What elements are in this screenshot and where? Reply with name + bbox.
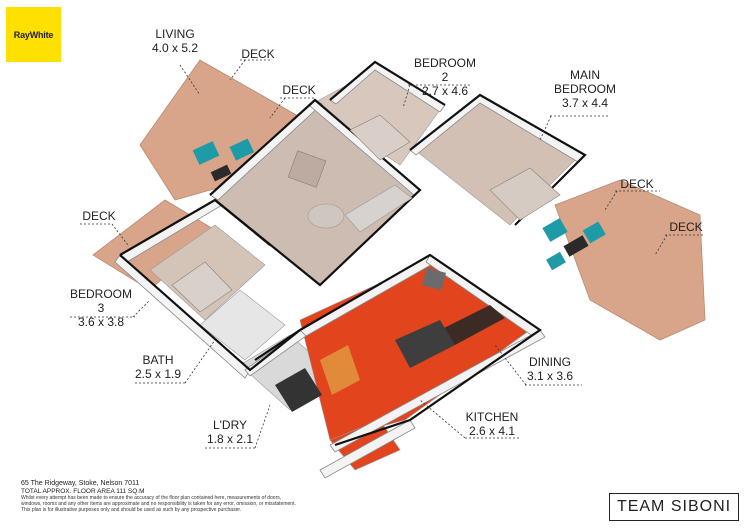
- disclaimer-line-3: This plan is for illustrative purposes o…: [21, 507, 242, 513]
- disclaimer-line-2: windows, rooms and any other items are a…: [21, 501, 296, 507]
- footer-info: 65 The Ridgeway, Stoke, Nelson 7011 TOTA…: [21, 480, 361, 513]
- living-furniture: [192, 138, 413, 233]
- property-address: 65 The Ridgeway, Stoke, Nelson 7011: [21, 480, 140, 487]
- floor-area: TOTAL APPROX. FLOOR AREA 111 SQ.M: [21, 488, 145, 495]
- room-label-deck-3: DECK: [620, 177, 654, 191]
- room-label-deck-5: DECK: [82, 209, 116, 223]
- walls: [114, 61, 586, 479]
- room-label-deck-1: DECK: [241, 47, 275, 61]
- room-label-deck-2: DECK: [282, 83, 316, 97]
- leader-lines: [70, 59, 705, 449]
- raywhite-logo: RayWhite: [6, 7, 61, 62]
- kitchen-furniture: [275, 267, 505, 412]
- team-siboni-logo: TEAM SIBONI: [609, 493, 739, 521]
- bedroom-furniture: [171, 114, 606, 313]
- disclaimer-line-1: Whilst every attempt has been made to en…: [21, 495, 282, 501]
- room-label-deck-4: DECK: [669, 220, 703, 234]
